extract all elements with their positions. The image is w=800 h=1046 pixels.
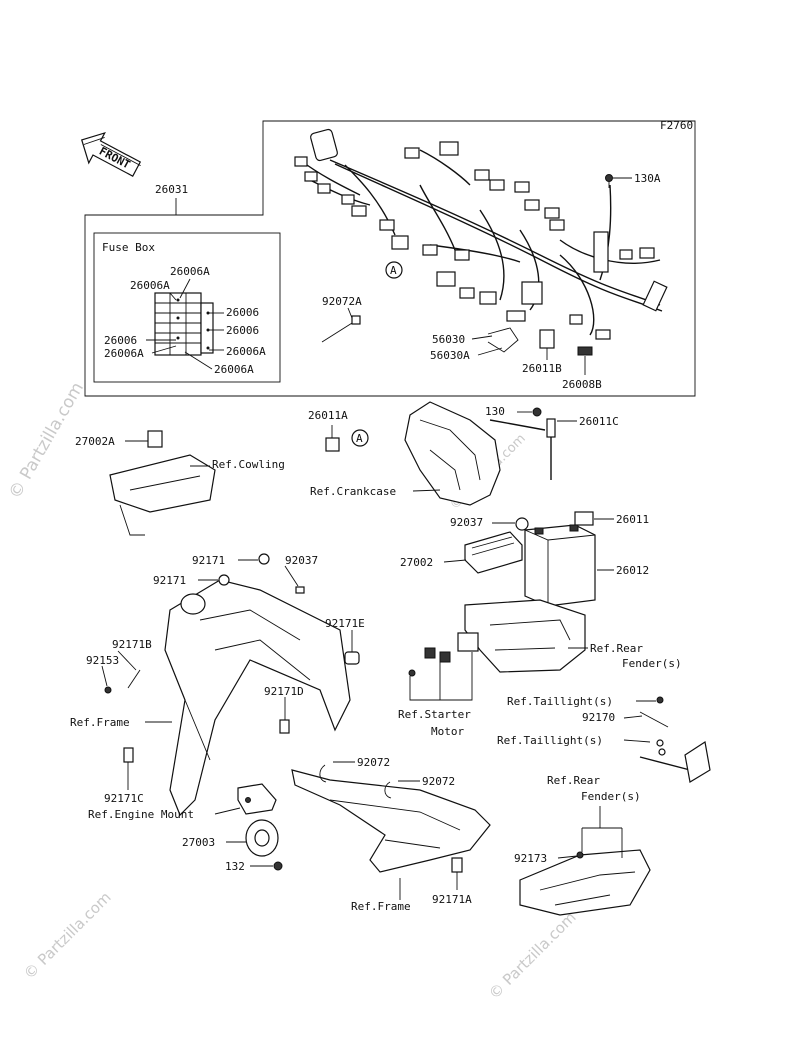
label-ref-frame-1: Ref.Frame xyxy=(70,716,130,729)
label-92037-b: 92037 xyxy=(285,554,318,567)
label-92171C: 92171C xyxy=(104,792,144,805)
part-26011b xyxy=(539,329,555,349)
label-92173: 92173 xyxy=(514,852,547,865)
fuse-box-frame xyxy=(93,232,281,383)
label-92072-b: 92072 xyxy=(422,775,455,788)
part-92072a-clamp xyxy=(321,315,361,343)
rear-fender-reference-1 xyxy=(464,599,586,673)
label-92072-a: 92072 xyxy=(357,756,390,769)
label-92037-a: 92037 xyxy=(450,516,483,529)
fuse-box xyxy=(154,292,214,356)
label-130: 130 xyxy=(485,405,505,418)
part-92170-band xyxy=(639,711,669,728)
label-ref-cowling: Ref.Cowling xyxy=(212,458,285,471)
part-taillight-screw xyxy=(656,696,664,704)
part-92171-clip-a xyxy=(258,553,270,565)
label-26006A-left2: 26006A xyxy=(104,347,144,360)
part-130a-bolt xyxy=(605,174,613,188)
part-92171-clip-b xyxy=(218,574,230,586)
label-26006A-left: 26006A xyxy=(130,279,170,292)
label-26011C: 26011C xyxy=(579,415,619,428)
part-132-nut xyxy=(273,861,283,871)
part-26008b xyxy=(577,346,593,356)
part-26011c-cable xyxy=(489,418,556,480)
label-92171E: 92171E xyxy=(325,617,365,630)
part-26011a xyxy=(325,425,340,452)
connector-a-marker-2 xyxy=(351,429,369,447)
label-92072A: 92072A xyxy=(322,295,362,308)
part-56030 xyxy=(487,327,519,353)
label-26011: 26011 xyxy=(616,513,649,526)
part-92171a-clip xyxy=(451,857,463,873)
fuse-box-title: Fuse Box xyxy=(102,241,155,254)
label-92171-a: 92171 xyxy=(192,554,225,567)
main-wiring-harness xyxy=(294,128,668,340)
watermark-bottom-left: © Partzilla.com xyxy=(20,888,115,983)
label-26006A-r3: 26006A xyxy=(226,345,266,358)
starter-relay xyxy=(408,632,479,677)
part-92171b-band xyxy=(127,669,141,689)
label-56030A: 56030A xyxy=(430,349,470,362)
label-92170: 92170 xyxy=(582,711,615,724)
connector-a-label-2: A xyxy=(356,432,363,445)
rear-fender-reference-2 xyxy=(519,849,651,916)
part-27002a-bracket xyxy=(109,430,216,536)
label-26006-left: 26006 xyxy=(104,334,137,347)
part-26011-relay xyxy=(574,511,594,526)
label-26006A-top: 26006A xyxy=(170,265,210,278)
label-26012: 26012 xyxy=(616,564,649,577)
label-ref-starter-a: Ref.Starter xyxy=(398,708,471,721)
label-56030: 56030 xyxy=(432,333,465,346)
part-92153-bolt xyxy=(104,686,112,694)
label-26011A: 26011A xyxy=(308,409,348,422)
part-27003-horn xyxy=(245,819,279,857)
watermark-bottom-right: © Partzilla.com xyxy=(485,908,580,1003)
label-92171D: 92171D xyxy=(264,685,304,698)
label-ref-taillight-2: Ref.Taillight(s) xyxy=(497,734,603,747)
part-92037-grommet-b xyxy=(295,586,305,594)
label-27002A: 27002A xyxy=(75,435,115,448)
crankcase-reference xyxy=(404,401,501,506)
label-26008B: 26008B xyxy=(562,378,602,391)
label-ref-frame-2: Ref.Frame xyxy=(351,900,411,913)
label-27002: 27002 xyxy=(400,556,433,569)
label-26006-r1: 26006 xyxy=(226,306,259,319)
label-ref-engine-mount: Ref.Engine Mount xyxy=(88,808,194,821)
label-26006A-bottom: 26006A xyxy=(214,363,254,376)
figure-code: F2760 xyxy=(660,119,693,132)
label-27003: 27003 xyxy=(182,836,215,849)
engine-mount-reference xyxy=(237,783,277,815)
part-92171c-clip xyxy=(123,747,134,763)
harness-group-outline xyxy=(84,120,696,397)
label-ref-taillight-1: Ref.Taillight(s) xyxy=(507,695,613,708)
part-27002-ecu xyxy=(464,531,523,574)
front-arrow-icon: FRONT xyxy=(80,131,142,177)
label-92153: 92153 xyxy=(86,654,119,667)
label-ref-rear-fender-1b: Fender(s) xyxy=(622,657,682,670)
part-26012-battery xyxy=(524,524,596,607)
label-ref-rear-fender-2a: Ref.Rear xyxy=(547,774,600,787)
connector-a-label: A xyxy=(390,264,397,277)
label-ref-rear-fender-2b: Fender(s) xyxy=(581,790,641,803)
label-26011B: 26011B xyxy=(522,362,562,375)
label-132: 132 xyxy=(225,860,245,873)
label-26006-r2: 26006 xyxy=(226,324,259,337)
label-26031: 26031 xyxy=(155,183,188,196)
label-92171A: 92171A xyxy=(432,893,472,906)
part-92171d-clip xyxy=(279,719,290,734)
part-92037-grommet xyxy=(515,517,529,531)
label-ref-rear-fender-1a: Ref.Rear xyxy=(590,642,643,655)
part-130-nut xyxy=(532,407,542,417)
part-92171e-clip xyxy=(344,651,360,665)
label-ref-crankcase: Ref.Crankcase xyxy=(310,485,396,498)
label-130A: 130A xyxy=(634,172,661,185)
label-92171B: 92171B xyxy=(112,638,152,651)
label-ref-starter-b: Motor xyxy=(431,725,464,738)
frame-reference-1 xyxy=(164,579,351,817)
connector-a-marker xyxy=(385,261,403,279)
label-92171-b: 92171 xyxy=(153,574,186,587)
frame-reference-2 xyxy=(291,764,491,873)
taillight-unit xyxy=(639,739,711,783)
